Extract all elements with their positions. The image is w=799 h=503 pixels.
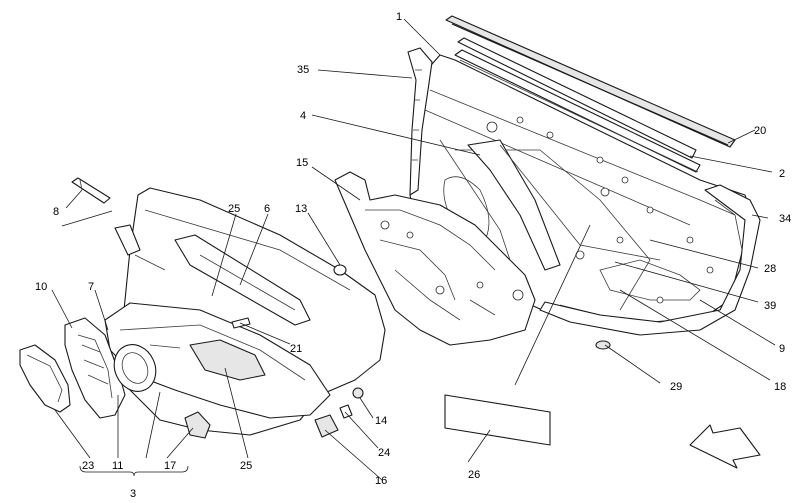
callout-3: 3 — [130, 488, 136, 500]
clip-16 — [314, 414, 339, 438]
callout-25-bottom: 25 — [240, 460, 252, 472]
bracket-8 — [71, 177, 111, 204]
callout-6: 6 — [264, 203, 270, 215]
window-channel-35 — [407, 47, 433, 196]
callout-13: 13 — [295, 203, 307, 215]
callout-9: 9 — [779, 343, 785, 355]
callout-15: 15 — [296, 157, 308, 169]
callout-1: 1 — [396, 11, 402, 23]
callout-7: 7 — [88, 281, 94, 293]
callout-39: 39 — [764, 300, 776, 312]
fastener-24 — [339, 404, 353, 419]
callout-26: 26 — [468, 469, 480, 481]
glass-guide-rail — [499, 144, 661, 261]
speaker-10 — [64, 317, 126, 419]
callout-11: 11 — [112, 460, 123, 472]
callout-labels: 1 2 3 4 6 7 8 9 10 11 13 14 15 16 17 18 … — [35, 11, 791, 500]
callout-2: 2 — [779, 168, 785, 180]
callout-16: 16 — [375, 475, 387, 487]
speaker-ring-11 — [113, 344, 157, 392]
fastener-14 — [352, 387, 364, 399]
callout-20: 20 — [754, 125, 766, 137]
callout-4: 4 — [300, 110, 306, 122]
speaker-grille-23 — [19, 344, 71, 413]
clip-13 — [333, 264, 347, 276]
callout-14: 14 — [375, 415, 387, 427]
bumper-29 — [595, 340, 611, 350]
callout-21: 21 — [290, 343, 302, 355]
callout-28: 28 — [764, 263, 776, 275]
callout-17: 17 — [164, 460, 176, 472]
callout-8: 8 — [53, 206, 59, 218]
callout-23: 23 — [82, 460, 94, 472]
direction-arrow-icon — [689, 424, 761, 469]
callout-35: 35 — [297, 64, 309, 76]
callout-18: 18 — [774, 381, 786, 393]
callout-10: 10 — [35, 281, 47, 293]
callout-25-top: 25 — [228, 203, 240, 215]
callout-24: 24 — [378, 447, 390, 459]
trim-clip-7 — [114, 224, 141, 256]
inner-panel-15 — [334, 171, 536, 346]
leader-lines — [51, 18, 776, 481]
callout-34: 34 — [779, 213, 791, 225]
window-seal-strip-2 — [454, 37, 701, 173]
label-sheet-26 — [444, 394, 551, 446]
rear-seal-34 — [539, 184, 761, 336]
callout-29: 29 — [670, 381, 682, 393]
